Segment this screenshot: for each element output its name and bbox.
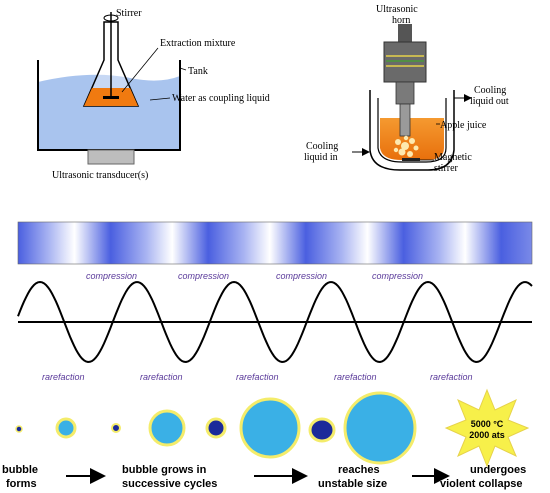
bubble-4 xyxy=(148,409,186,447)
bubble-7 xyxy=(308,417,336,443)
bubble-3 xyxy=(111,423,121,433)
bubble-8 xyxy=(343,391,417,465)
label-rarefaction-2: rarefaction xyxy=(140,372,183,382)
horn-probe-tip xyxy=(399,103,411,137)
cavitation-bubbles xyxy=(393,135,419,157)
label-rarefaction-1: rarefaction xyxy=(42,372,85,382)
label-grows-1: bubble grows in xyxy=(122,464,207,476)
label-reaches-1: reaches xyxy=(338,464,380,476)
label-rarefaction-5: rarefaction xyxy=(430,372,473,382)
stirrer-blade xyxy=(103,96,119,99)
jacket-outer xyxy=(369,90,455,171)
label-forms-1: bubble xyxy=(2,464,38,476)
magnetic-stir-bar xyxy=(402,158,420,161)
label-cooling-out-1: Cooling xyxy=(474,85,506,96)
label-extraction-mixture: Extraction mixture xyxy=(160,38,236,49)
horn-top xyxy=(398,24,412,42)
horn-probe-upper xyxy=(395,81,415,105)
label-water: Water as coupling liquid xyxy=(172,93,270,104)
leader-tank xyxy=(179,67,187,71)
label-compression-1: compression xyxy=(86,271,137,281)
leader-water xyxy=(149,97,171,101)
label-stirrer: Stirrer xyxy=(116,8,142,19)
pressure-sine-wave xyxy=(17,280,533,364)
ultrasonic-horn-setup: Ultrasonic horn Cooling liquid out Apple… xyxy=(304,4,509,174)
stirrer-rotation-icon xyxy=(103,14,119,22)
label-forms-2: forms xyxy=(6,478,37,490)
bubble-5 xyxy=(205,417,227,439)
label-compression-2: compression xyxy=(178,271,229,281)
bubble-sequence: 5000 °C 2000 ats xyxy=(15,388,530,468)
label-cooling-in-2: liquid in xyxy=(304,152,338,163)
label-cooling-out-2: liquid out xyxy=(470,96,509,107)
pressure-band xyxy=(17,221,533,265)
label-collapse-1: undergoes xyxy=(470,464,526,476)
transducer-block xyxy=(87,149,135,165)
label-temperature: 5000 °C xyxy=(471,419,504,429)
label-magnetic-2: stirrer xyxy=(434,163,459,174)
bubble-1 xyxy=(15,425,23,433)
bubble-2 xyxy=(55,417,77,439)
label-compression-3: compression xyxy=(276,271,327,281)
horn-housing xyxy=(383,41,427,83)
water-fill xyxy=(38,74,180,150)
label-magnetic-1: Magnetic xyxy=(434,152,472,163)
label-pressure: 2000 ats xyxy=(469,430,505,440)
label-transducer: Ultrasonic transducer(s) xyxy=(52,170,148,181)
leader-extraction xyxy=(121,47,159,93)
label-collapse-2: violent collapse xyxy=(440,478,523,490)
label-cooling-in-1: Cooling xyxy=(306,141,338,152)
label-tank: Tank xyxy=(188,66,208,77)
label-rarefaction-3: rarefaction xyxy=(236,372,279,382)
label-horn-1: Ultrasonic xyxy=(376,4,418,15)
label-apple-juice: Apple juice xyxy=(440,120,487,131)
bubble-6 xyxy=(239,397,301,459)
label-rarefaction-4: rarefaction xyxy=(334,372,377,382)
label-compression-4: compression xyxy=(372,271,423,281)
collapse-star xyxy=(444,388,530,468)
label-reaches-2: unstable size xyxy=(318,478,387,490)
label-horn-2: horn xyxy=(392,15,410,26)
ultrasonic-bath: Stirrer Extraction mixture Tank Water as… xyxy=(37,8,270,181)
label-grows-2: successive cycles xyxy=(122,478,217,490)
